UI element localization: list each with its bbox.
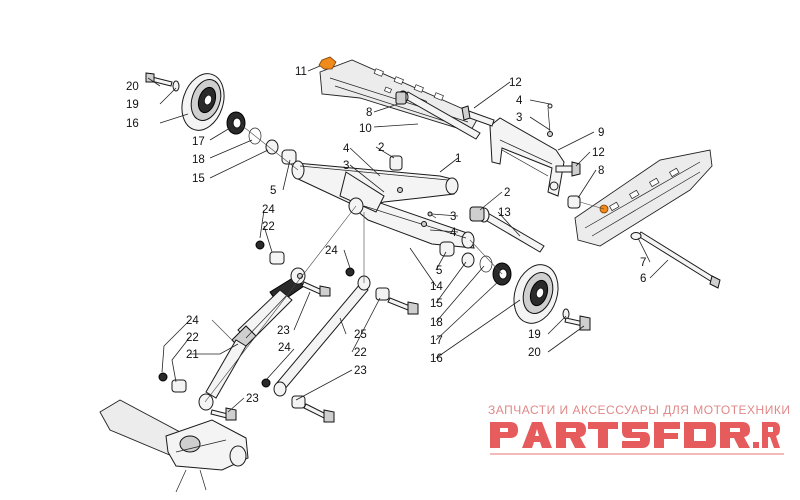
shock-absorber <box>198 267 306 411</box>
link-spacer-bottom <box>291 395 306 409</box>
callout-18: 18 <box>192 154 205 166</box>
shock-bolt-bottom <box>210 407 237 421</box>
idler-wheel-lower <box>513 264 559 324</box>
spacer-lower <box>439 241 455 257</box>
shaft-upper <box>395 90 481 140</box>
callout-24: 24 <box>262 204 275 216</box>
callout-18: 18 <box>430 317 443 329</box>
callout-20: 20 <box>528 347 541 359</box>
callout-23: 23 <box>246 393 259 405</box>
rear-arm-bracket <box>489 117 565 197</box>
callout-24: 24 <box>278 342 291 354</box>
callout-1: 1 <box>455 153 461 165</box>
callout-4: 4 <box>343 143 350 155</box>
idler-wheel-upper <box>181 73 225 131</box>
callout-5: 5 <box>270 185 276 197</box>
bolt-upper <box>461 105 495 127</box>
bearing-upper <box>226 111 246 135</box>
callout-6: 6 <box>640 273 646 285</box>
shock-spacer-bottom <box>171 379 187 393</box>
callout-3: 3 <box>516 112 522 124</box>
lower-mount-bracket <box>99 399 249 493</box>
wheel-bolt-upper <box>145 72 180 92</box>
callout-4: 4 <box>450 227 457 239</box>
callout-24: 24 <box>186 315 199 327</box>
callout-22: 22 <box>186 332 199 344</box>
callout-14: 14 <box>430 281 443 293</box>
callout-4: 4 <box>516 95 523 107</box>
bolt-right <box>555 161 581 177</box>
callout-2: 2 <box>504 187 510 199</box>
wheel-bolt-lower <box>562 308 591 331</box>
callout-21: 21 <box>186 349 199 361</box>
callout-13: 13 <box>498 207 511 219</box>
callout-16: 16 <box>430 353 443 365</box>
callout-labels: 11 20 19 16 17 18 15 8 10 12 4 3 9 12 8 … <box>126 66 646 405</box>
shaft-lower <box>469 206 545 253</box>
partsfor-logo <box>490 422 784 455</box>
callout-5: 5 <box>436 265 442 277</box>
grease-fitting <box>427 103 553 219</box>
shock-nut-top <box>255 240 265 250</box>
snap-ring-upper <box>248 127 262 145</box>
callout-24: 24 <box>325 245 338 257</box>
callout-9: 9 <box>598 127 604 139</box>
link-nut-bottom <box>261 378 271 388</box>
callout-8: 8 <box>598 165 604 177</box>
callout-15: 15 <box>430 298 443 310</box>
callout-12: 12 <box>509 77 522 89</box>
callout-17: 17 <box>192 136 205 148</box>
callout-12: 12 <box>592 147 605 159</box>
shock-bolt-top <box>301 281 331 297</box>
callout-3: 3 <box>450 211 456 223</box>
washer-upper <box>265 139 279 155</box>
callout-8: 8 <box>366 107 372 119</box>
link-bolt-bottom <box>303 403 335 423</box>
slide-rail-lower <box>574 149 713 247</box>
callout-2: 2 <box>378 142 384 154</box>
callout-25: 25 <box>354 329 367 341</box>
link-nut-top <box>345 267 355 277</box>
watermark-tagline: ЗАПЧАСТИ И АКСЕССУАРЫ ДЛЯ МОТОТЕХНИКИ <box>488 403 791 417</box>
callout-7: 7 <box>640 257 646 269</box>
callout-15: 15 <box>192 173 205 185</box>
bushing-upper <box>389 155 403 171</box>
callout-22: 22 <box>354 347 367 359</box>
callout-10: 10 <box>359 123 372 135</box>
callout-19: 19 <box>528 329 541 341</box>
callout-16: 16 <box>126 118 139 130</box>
link-bolt-top <box>387 297 419 315</box>
callout-3: 3 <box>343 160 349 172</box>
callout-23: 23 <box>354 365 367 377</box>
callout-22: 22 <box>262 221 275 233</box>
assembly-center-lines <box>204 123 605 403</box>
shock-spacer-top <box>269 251 285 265</box>
shock-nut-bottom <box>158 372 168 382</box>
callout-17: 17 <box>430 335 443 347</box>
callout-23: 23 <box>277 325 290 337</box>
spacer-upper <box>281 149 297 165</box>
snap-ring-lower <box>479 255 493 273</box>
link-spacer-top <box>375 287 390 301</box>
long-bolt <box>630 231 721 289</box>
callout-19: 19 <box>126 99 139 111</box>
callout-11: 11 <box>295 66 307 78</box>
front-arm <box>291 160 475 249</box>
leader-lines <box>147 65 669 413</box>
callout-20: 20 <box>126 81 139 93</box>
